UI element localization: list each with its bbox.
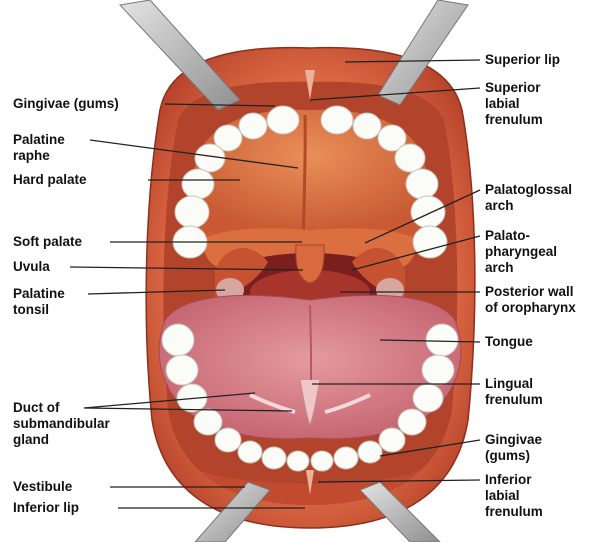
label-uvula: Uvula (13, 259, 50, 275)
label-posterior-wall-of-oropharynx: Posterior wall of oropharynx (485, 284, 576, 316)
label-superior-lip: Superior lip (485, 52, 560, 68)
label-duct-of-submandibular-gland: Duct of submandibular gland (13, 400, 110, 448)
label-gingivae-gums-upper: Gingivae (gums) (13, 96, 119, 112)
label-gingivae-gums-lower: Gingivae (gums) (485, 432, 542, 464)
label-lingual-frenulum: Lingual frenulum (485, 376, 543, 408)
label-soft-palate: Soft palate (13, 234, 82, 250)
label-palatine-raphe: Palatine raphe (13, 132, 65, 164)
label-superior-labial-frenulum: Superior labial frenulum (485, 80, 543, 128)
label-inferior-labial-frenulum: Inferior labial frenulum (485, 472, 543, 520)
label-palatine-tonsil: Palatine tonsil (13, 286, 65, 318)
label-palatopharyngeal-arch: Palato- pharyngeal arch (485, 228, 557, 276)
label-inferior-lip: Inferior lip (13, 500, 79, 516)
label-palatoglossal-arch: Palatoglossal arch (485, 182, 572, 214)
label-vestibule: Vestibule (13, 479, 72, 495)
label-tongue: Tongue (485, 334, 533, 350)
label-hard-palate: Hard palate (13, 172, 87, 188)
